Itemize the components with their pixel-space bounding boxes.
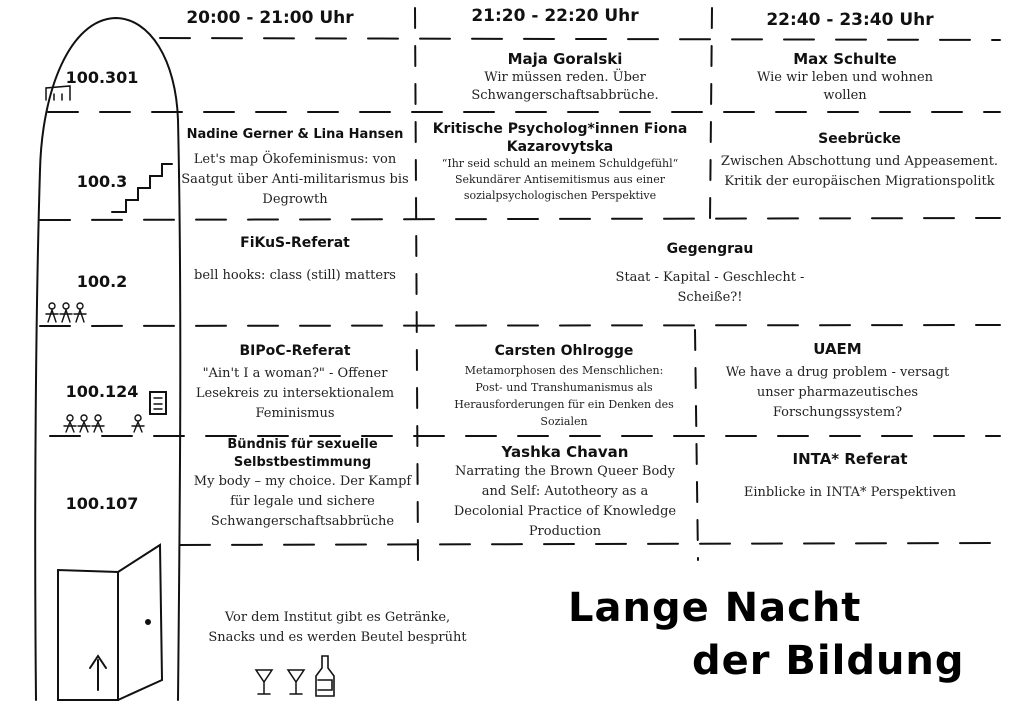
time-header-2: 21:20 - 22:20 Uhr	[471, 6, 639, 26]
speaker-name: BIPoC-Referat	[239, 343, 351, 359]
session-title: We have a drug problem - versagt unser p…	[725, 365, 950, 420]
speaker-name: Seebrücke	[818, 131, 901, 147]
speaker-name: Kritische Psycholog*innen Fiona Kazarovy…	[432, 121, 688, 155]
bottle-icon	[315, 655, 335, 697]
room-label-100-2: 100.2	[76, 272, 128, 291]
session-r301-s3: Max Schulte Wie wir leben und wohnen wol…	[755, 50, 935, 105]
event-title-line1: Lange Nacht	[568, 585, 862, 631]
time-header-1: 20:00 - 21:00 Uhr	[186, 8, 354, 28]
session-r107-s1: Bündnis für sexuelle Selbstbestimmung My…	[185, 436, 420, 532]
time-header-3: 22:40 - 23:40 Uhr	[766, 10, 934, 30]
speaker-name: Carsten Ohlrogge	[494, 343, 634, 359]
session-r124-s1: BIPoC-Referat "Ain't I a woman?" - Offen…	[185, 342, 405, 424]
speaker-name: Max Schulte	[793, 50, 897, 68]
session-r2-s23: Gegengrau Staat - Kapital - Geschlecht -…	[610, 240, 810, 308]
session-title: "Ain't I a woman?" - Offener Lesekreis z…	[195, 366, 395, 421]
door-icon	[57, 543, 164, 701]
session-title: Narrating the Brown Queer Body and Self:…	[453, 464, 677, 539]
speaker-name: UAEM	[813, 340, 862, 358]
event-title-line2: der Bildung	[692, 638, 965, 684]
session-r124-s3: UAEM We have a drug problem - versagt un…	[725, 340, 950, 423]
document-icon	[149, 391, 167, 415]
session-r124-s2: Carsten Ohlrogge Metamorphosen des Mensc…	[450, 342, 678, 430]
session-title: Metamorphosen des Menschlichen: Post- un…	[454, 364, 674, 428]
session-title: My body – my choice. Der Kampf für legal…	[193, 474, 412, 529]
session-title: Einblicke in INTA* Perspektiven	[743, 485, 957, 500]
arrow-up-icon	[89, 654, 107, 691]
session-r107-s2: Yashka Chavan Narrating the Brown Queer …	[450, 443, 680, 542]
session-r3-s1: Nadine Gerner & Lina Hansen Let's map Ök…	[178, 126, 412, 210]
cocktail-glass-icon	[254, 669, 306, 695]
session-title: Wir müssen reden. Über Schwangerschaftsa…	[471, 70, 659, 103]
speaker-name: Nadine Gerner & Lina Hansen	[186, 127, 404, 142]
session-title: Staat - Kapital - Geschlecht - Scheiße?!	[615, 270, 805, 305]
speaker-name: INTA* Referat	[792, 450, 908, 468]
session-title: Wie wir leben und wohnen wollen	[756, 70, 934, 103]
speaker-name: Maja Goralski	[507, 50, 623, 68]
speaker-name: FiKuS-Referat	[240, 235, 350, 251]
room-label-100-301: 100.301	[65, 68, 139, 87]
session-title: Zwischen Abschottung und Appeasement. Kr…	[720, 154, 999, 189]
session-r301-s2: Maja Goralski Wir müssen reden. Über Sch…	[435, 50, 695, 105]
session-r3-s3: Seebrücke Zwischen Abschottung und Appea…	[712, 130, 1007, 192]
session-r2-s1: FiKuS-Referat bell hooks: class (still) …	[180, 234, 410, 286]
room-label-100-3: 100.3	[76, 172, 128, 191]
speaker-name: Yashka Chavan	[501, 443, 629, 461]
people-icon	[45, 302, 145, 433]
building-outline-icon	[34, 16, 182, 701]
session-title: Let's map Ökofeminismus: von Saatgut übe…	[181, 152, 409, 207]
session-title: bell hooks: class (still) matters	[194, 268, 396, 283]
session-r107-s3: INTA* Referat Einblicke in INTA* Perspek…	[725, 450, 975, 503]
session-title: “Ihr seid schuld an meinem Schuldgefühl“…	[441, 157, 679, 202]
speaker-name: Bündnis für sexuelle Selbstbestimmung	[227, 437, 378, 470]
speaker-name: Gegengrau	[666, 241, 754, 257]
session-r3-s2: Kritische Psycholog*innen Fiona Kazarovy…	[430, 120, 690, 204]
refreshments-note: Vor dem Institut gibt es Getränke, Snack…	[208, 610, 467, 645]
room-label-100-107: 100.107	[65, 494, 139, 513]
room-label-100-124: 100.124	[65, 382, 139, 401]
staircase-icon	[111, 163, 173, 213]
